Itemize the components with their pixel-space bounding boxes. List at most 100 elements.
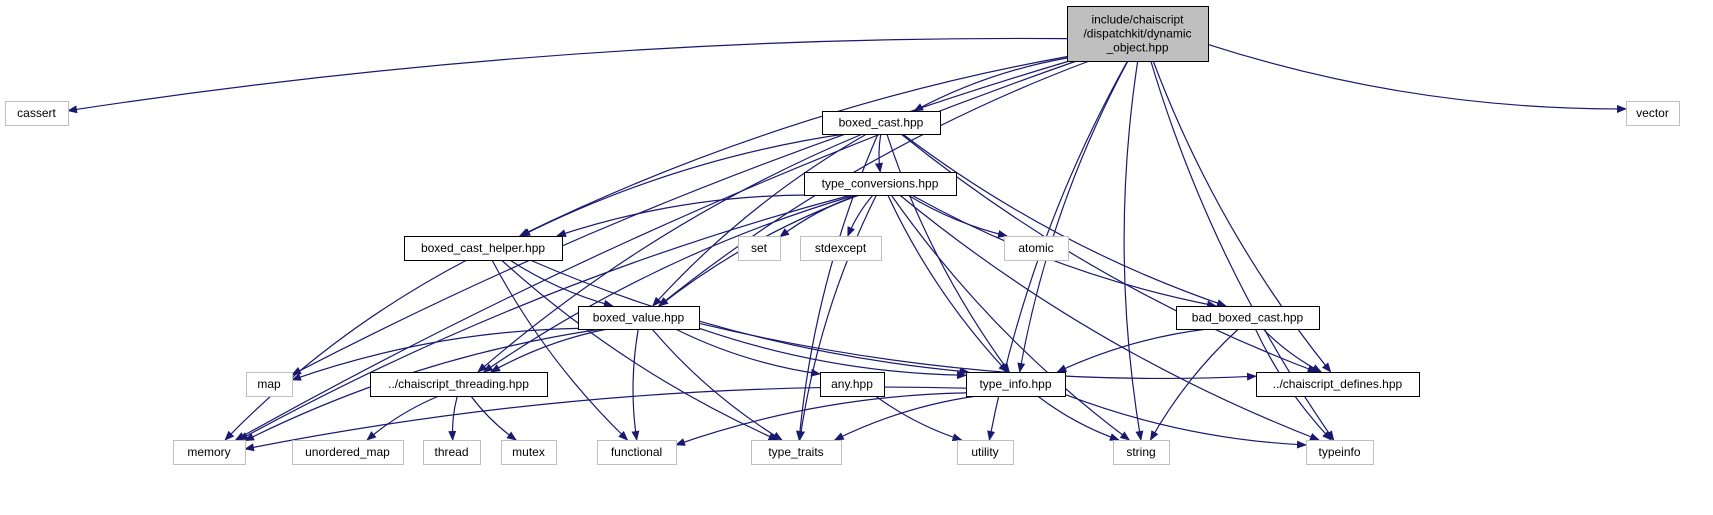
node-stdexcept: stdexcept <box>800 236 882 261</box>
edge-type-conversions-to-string <box>890 194 1131 441</box>
node-boxed-cast-helper[interactable]: boxed_cast_helper.hpp <box>404 236 563 261</box>
node-label-type-traits: type_traits <box>768 445 823 459</box>
node-box-boxed-value <box>578 306 700 330</box>
edge-type-info-to-string <box>1037 395 1120 441</box>
node-label-thread: thread <box>434 445 468 459</box>
edge-boxed-cast-to-boxed-value <box>652 133 867 307</box>
node-thread: thread <box>423 440 481 465</box>
node-label-chaiscript-threading: ../chaiscript_threading.hpp <box>388 377 529 391</box>
node-label-type-conversions: type_conversions.hpp <box>822 177 939 191</box>
node-atomic: atomic <box>1004 236 1069 261</box>
node-box-map <box>246 372 293 397</box>
edge-root-to-string <box>1123 60 1144 441</box>
node-type-conversions[interactable]: type_conversions.hpp <box>804 172 957 196</box>
edge-bad-boxed-cast-to-chaiscript-defines <box>1262 328 1323 373</box>
node-mutex: mutex <box>501 440 557 465</box>
node-any[interactable]: any.hpp <box>820 372 885 397</box>
edge-boxed-cast-to-chaiscript-defines <box>900 133 1318 373</box>
node-box-type-info <box>966 372 1066 397</box>
edge-boxed-cast-to-type-conversions <box>874 133 883 173</box>
edge-chaiscript-threading-to-mutex <box>470 395 517 441</box>
node-label-bad-boxed-cast: bad_boxed_cast.hpp <box>1192 311 1304 325</box>
edge-type-conversions-to-set <box>779 194 859 238</box>
edge-boxed-cast-to-bad-boxed-cast <box>902 133 1227 307</box>
edge-root-to-cassert <box>67 37 1068 114</box>
edge-boxed-value-to-map <box>291 327 579 381</box>
node-unordered-map: unordered_map <box>292 440 404 465</box>
edge-type-conversions-to-atomic <box>907 194 1008 238</box>
node-label-typeinfo: typeinfo <box>1318 445 1360 459</box>
edge-boxed-value-to-chaiscript-defines <box>698 322 1257 381</box>
node-root[interactable]: include/chaiscript/dispatchkit/dynamic_o… <box>1067 6 1209 62</box>
node-boxed-cast[interactable]: boxed_cast.hpp <box>822 111 941 135</box>
edge-type-conversions-to-stdexcept <box>847 194 874 237</box>
node-box-any <box>820 372 885 397</box>
node-chaiscript-threading[interactable]: ../chaiscript_threading.hpp <box>370 372 548 397</box>
node-memory: memory <box>173 440 246 465</box>
edge-boxed-cast-helper-to-boxed-value <box>509 259 614 308</box>
edge-root-to-vector <box>1207 43 1627 113</box>
edge-boxed-value-to-type-info <box>698 327 967 380</box>
node-cassert: cassert <box>5 101 69 126</box>
edge-type-conversions-to-type-traits <box>797 194 877 441</box>
node-label-utility: utility <box>971 445 998 459</box>
edge-root-to-memory <box>234 60 1077 441</box>
node-box-utility <box>957 440 1014 465</box>
node-label-cassert: cassert <box>17 106 56 120</box>
edge-type-conversions-to-boxed-cast-helper <box>555 194 810 237</box>
node-label-boxed-cast: boxed_cast.hpp <box>839 116 924 130</box>
edge-bad-boxed-cast-to-string <box>1149 328 1239 441</box>
edge-boxed-cast-helper-to-functional <box>491 259 629 441</box>
edge-boxed-value-to-type-traits <box>651 328 783 441</box>
edge-type-conversions-to-typeinfo <box>899 194 1320 441</box>
node-box-string <box>1113 440 1170 465</box>
node-box-vector <box>1626 101 1680 126</box>
node-map: map <box>246 372 293 397</box>
edge-root-to-boxed-cast <box>913 57 1068 112</box>
node-chaiscript-defines[interactable]: ../chaiscript_defines.hpp <box>1256 372 1420 397</box>
edge-type-conversions-to-bad-boxed-cast <box>911 194 1217 309</box>
node-label-chaiscript-defines: ../chaiscript_defines.hpp <box>1273 377 1403 391</box>
node-label-boxed-cast-helper: boxed_cast_helper.hpp <box>421 241 545 255</box>
node-label-vector: vector <box>1636 106 1669 120</box>
edge-type-conversions-to-type-info <box>887 194 1009 373</box>
node-boxed-value[interactable]: boxed_value.hpp <box>578 306 700 330</box>
edge-root-to-boxed-cast-helper <box>518 56 1068 237</box>
edge-root-to-chaiscript-defines <box>1152 60 1332 373</box>
node-label-root: _object.hpp <box>1105 41 1168 55</box>
node-type-info[interactable]: type_info.hpp <box>966 372 1066 397</box>
edge-root-to-type-info <box>1017 60 1129 373</box>
node-functional: functional <box>597 440 677 465</box>
node-box-atomic <box>1004 236 1069 261</box>
node-box-type-conversions <box>804 172 957 196</box>
node-label-type-info: type_info.hpp <box>979 377 1051 391</box>
edge-type-conversions-to-memory <box>238 194 852 441</box>
node-set: set <box>738 236 781 261</box>
node-label-root: include/chaiscript <box>1091 13 1184 27</box>
edge-boxed-cast-to-chaiscript-threading <box>477 133 863 373</box>
edge-chaiscript-threading-to-unordered-map <box>366 395 440 441</box>
node-bad-boxed-cast[interactable]: bad_boxed_cast.hpp <box>1176 306 1320 330</box>
edge-boxed-cast-helper-to-type-traits <box>500 259 779 441</box>
edge-boxed-cast-to-boxed-cast-helper <box>520 133 845 237</box>
node-label-stdexcept: stdexcept <box>815 241 867 255</box>
node-label-mutex: mutex <box>512 445 545 459</box>
node-label-unordered-map: unordered_map <box>305 445 390 459</box>
node-label-any: any.hpp <box>831 377 873 391</box>
node-label-memory: memory <box>187 445 230 459</box>
node-box-chaiscript-threading <box>370 372 548 397</box>
node-label-atomic: atomic <box>1018 241 1053 255</box>
edge-bad-boxed-cast-to-type-info <box>1056 328 1208 373</box>
node-box-typeinfo <box>1306 440 1374 465</box>
node-layer: include/chaiscript/dispatchkit/dynamic_o… <box>5 6 1680 465</box>
node-string: string <box>1113 440 1170 465</box>
node-label-functional: functional <box>611 445 662 459</box>
node-box-memory <box>173 440 246 465</box>
node-box-mutex <box>501 440 557 465</box>
node-label-root: /dispatchkit/dynamic <box>1083 27 1191 41</box>
edge-boxed-value-to-memory <box>244 328 602 442</box>
node-vector: vector <box>1626 101 1680 126</box>
node-box-cassert <box>5 101 69 126</box>
node-box-root <box>1067 6 1209 62</box>
